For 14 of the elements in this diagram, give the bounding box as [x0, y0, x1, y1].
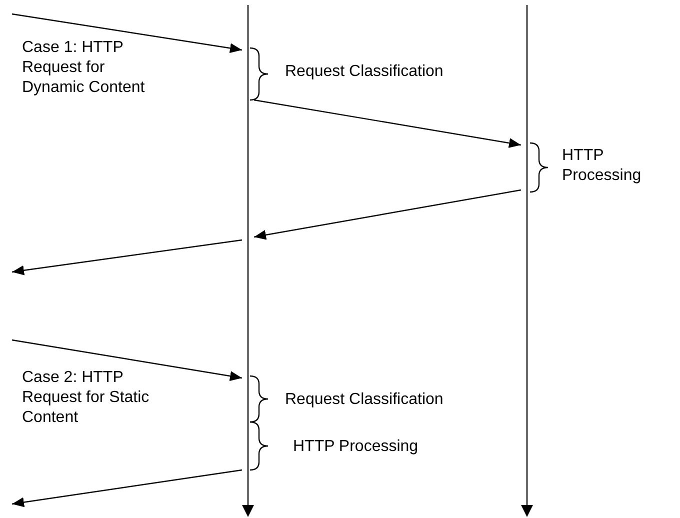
arrow	[12, 339, 242, 381]
case-label: Case 2: HTTP Request for Static Content	[22, 368, 150, 428]
phase-label: HTTP Processing	[293, 437, 418, 457]
arrow	[12, 469, 242, 508]
lifeline	[242, 5, 254, 518]
phase-label: Request Classification	[285, 62, 444, 82]
lifeline	[521, 5, 533, 518]
phase-label: HTTP Processing	[562, 146, 642, 186]
arrow	[12, 239, 242, 276]
phase-label: Request Classification	[285, 390, 444, 410]
arrow	[254, 189, 522, 240]
arrow	[12, 13, 242, 54]
arrow	[254, 99, 522, 148]
case-label: Case 1: HTTP Request for Dynamic Content	[22, 38, 146, 98]
